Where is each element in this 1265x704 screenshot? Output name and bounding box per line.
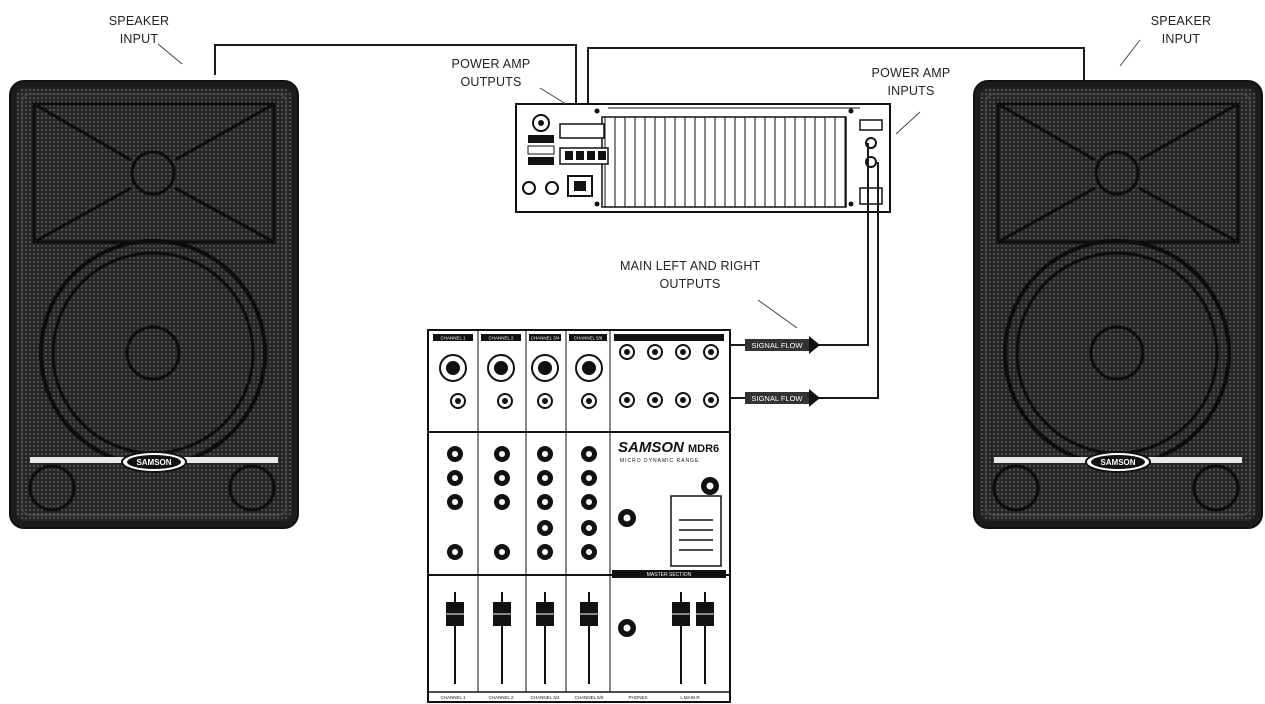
channel-header-bar bbox=[481, 334, 521, 341]
pointer-lines bbox=[157, 39, 1141, 329]
eq-knob-cap bbox=[586, 549, 592, 555]
jack-core bbox=[652, 349, 658, 355]
mixer-bottom-label: L MAIN R bbox=[680, 695, 700, 700]
speaker-left: SAMSON bbox=[9, 80, 299, 529]
speaker-right-logo-text: SAMSON bbox=[1100, 458, 1135, 467]
label-power-amp-inputs: POWER AMP INPUTS bbox=[866, 64, 956, 100]
eq-knob-cap bbox=[499, 499, 505, 505]
power-amp bbox=[515, 103, 891, 213]
channel-header-label: CHANNEL 5/6 bbox=[574, 336, 603, 341]
cable-amp-to-left-speaker bbox=[214, 44, 577, 122]
eq-knob-cap bbox=[499, 451, 505, 457]
label-line: POWER AMP bbox=[871, 66, 951, 80]
signal-flow-label-2: SIGNAL FLOW bbox=[752, 394, 804, 403]
master-knob-cap bbox=[623, 514, 631, 522]
jack-core bbox=[680, 397, 686, 403]
eq-knob-cap bbox=[499, 475, 505, 481]
mixer-bottom-labels: CHANNEL 1 CHANNEL 2 CHANNEL 3/4 CHANNEL 5/6… bbox=[440, 695, 700, 700]
eq-knob-cap bbox=[542, 475, 548, 481]
master-knob-cap bbox=[706, 482, 714, 490]
jack-core bbox=[542, 398, 548, 404]
signal-flow-arrow-2: SIGNAL FLOW bbox=[745, 389, 820, 407]
mixer-bottom-label: CHANNEL 2 bbox=[488, 695, 514, 700]
mixer-bottom-label: CHANNEL 1 bbox=[440, 695, 466, 700]
label-line: MAIN LEFT AND RIGHT bbox=[620, 259, 761, 273]
speaker-cables bbox=[214, 44, 1085, 122]
eq-knob-cap bbox=[452, 549, 458, 555]
label-power-amp-outputs: POWER AMP OUTPUTS bbox=[446, 55, 536, 91]
mixer-channel-headers: CHANNEL 1 CHANNEL 2 CHANNEL 3/4 CHANNEL 5/6 bbox=[433, 334, 724, 341]
eq-knob-cap bbox=[542, 499, 548, 505]
signal-flow-label-1: SIGNAL FLOW bbox=[752, 341, 804, 350]
mixer-brand: SAMSON bbox=[618, 439, 685, 456]
eq-knob-cap bbox=[586, 475, 592, 481]
jack-core bbox=[624, 349, 630, 355]
speaker-left-logo-text: SAMSON bbox=[136, 458, 171, 467]
jack-core bbox=[624, 397, 630, 403]
label-speaker-input-right: SPEAKER INPUT bbox=[1146, 12, 1216, 48]
power-amp-outputs bbox=[559, 123, 609, 165]
eq-knob-cap bbox=[542, 549, 548, 555]
speaker-right: SAMSON bbox=[973, 80, 1263, 529]
mixer-bottom-label: CHANNEL 5/6 bbox=[575, 695, 604, 700]
mixer-bottom-label: PHONES bbox=[628, 695, 647, 700]
speaker-left-logo: SAMSON bbox=[121, 451, 187, 473]
mixer-master-header: MASTER SECTION bbox=[647, 572, 692, 578]
eq-knob-cap bbox=[586, 525, 592, 531]
eq-knob-cap bbox=[452, 475, 458, 481]
master-knob-cap bbox=[623, 624, 631, 632]
eq-knob-cap bbox=[586, 499, 592, 505]
label-line: SPEAKER bbox=[108, 14, 170, 28]
speaker-left-horn bbox=[32, 102, 276, 244]
eq-knob-cap bbox=[542, 525, 548, 531]
channel-header-label: CHANNEL 2 bbox=[488, 336, 514, 341]
label-line: INPUT bbox=[1161, 32, 1201, 46]
channel-header-label: CHANNEL 3/4 bbox=[531, 336, 560, 341]
channel-header-label: CHANNEL 1 bbox=[440, 336, 466, 341]
jack-core bbox=[455, 398, 461, 404]
meter-box bbox=[670, 495, 722, 567]
label-line: SPEAKER bbox=[1150, 14, 1212, 28]
label-line: POWER AMP bbox=[451, 57, 531, 71]
xlr-input-core bbox=[582, 361, 596, 375]
eq-knob-cap bbox=[452, 451, 458, 457]
signal-flow-arrow-1: SIGNAL FLOW bbox=[745, 336, 820, 354]
jack-core bbox=[708, 349, 714, 355]
label-main-outputs: MAIN LEFT AND RIGHT OUTPUTS bbox=[620, 257, 760, 293]
jack-core bbox=[680, 349, 686, 355]
xlr-input-core bbox=[494, 361, 508, 375]
label-line: INPUTS bbox=[887, 84, 935, 98]
jack-core bbox=[502, 398, 508, 404]
eq-knob-cap bbox=[499, 549, 505, 555]
mixer-subtitle: MICRO DYNAMIC RANGE bbox=[620, 458, 699, 464]
channel-header-bar bbox=[569, 334, 607, 341]
speaker-right-logo: SAMSON bbox=[1085, 451, 1151, 473]
eq-knob-cap bbox=[586, 451, 592, 457]
channel-header-bar bbox=[433, 334, 473, 341]
mixer-model: MDR6 bbox=[688, 443, 719, 455]
jack-core bbox=[652, 397, 658, 403]
speaker-right-horn bbox=[996, 102, 1240, 244]
label-line: INPUT bbox=[119, 32, 159, 46]
mixer-controls bbox=[439, 330, 722, 692]
eq-knob-cap bbox=[452, 499, 458, 505]
eq-knob-cap bbox=[542, 451, 548, 457]
jack-core bbox=[708, 397, 714, 403]
label-line: OUTPUTS bbox=[460, 75, 522, 89]
label-line: OUTPUTS bbox=[659, 277, 721, 291]
cable-amp-to-right-speaker bbox=[587, 47, 1085, 122]
xlr-input-core bbox=[538, 361, 552, 375]
master-header-bar bbox=[614, 334, 724, 341]
mixer-bottom-label: CHANNEL 3/4 bbox=[531, 695, 560, 700]
channel-header-bar bbox=[529, 334, 561, 341]
label-speaker-input-left: SPEAKER INPUT bbox=[104, 12, 174, 48]
jack-core bbox=[586, 398, 592, 404]
xlr-input-core bbox=[446, 361, 460, 375]
